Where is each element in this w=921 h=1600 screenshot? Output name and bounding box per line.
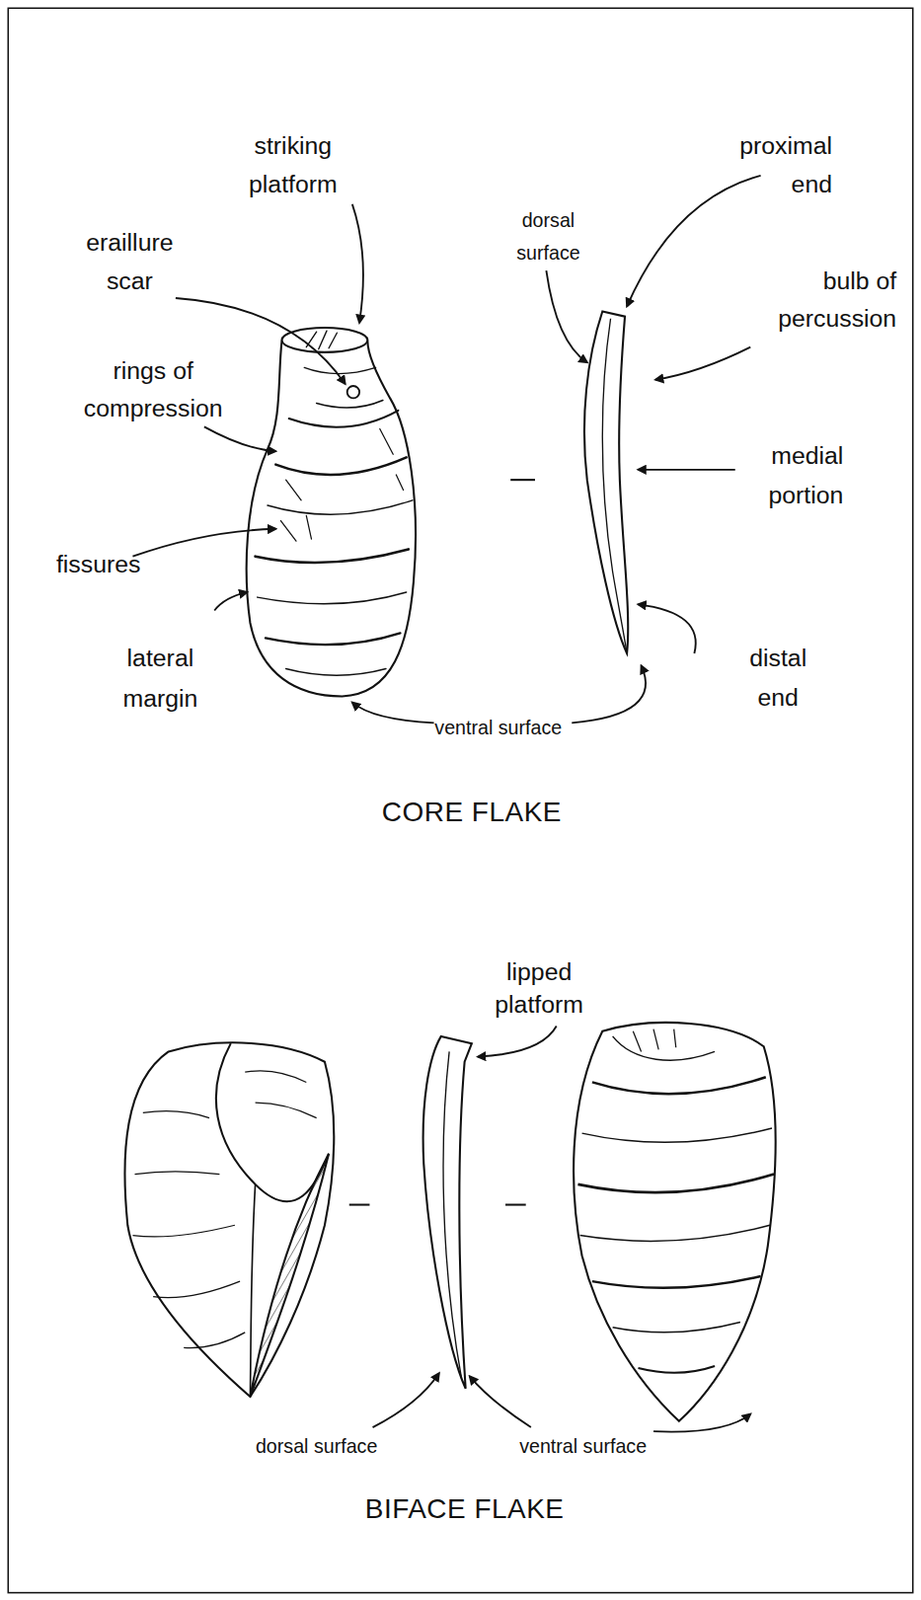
part-label: distal end <box>737 639 820 718</box>
part-label: dorsal surface <box>214 1433 419 1460</box>
part-label: bulb of percussion <box>753 261 897 338</box>
figure-heading: CORE FLAKE <box>338 794 605 830</box>
part-label: ventral surface <box>395 714 601 742</box>
frame <box>7 7 913 1593</box>
part-label: proximal end <box>714 126 833 205</box>
biface-flake-dorsal <box>124 1042 334 1397</box>
part-label: medial portion <box>741 435 844 516</box>
part-label: fissures <box>56 544 200 584</box>
core-flake-ventral <box>246 327 416 696</box>
part-label: striking platform <box>227 126 360 205</box>
part-label: lateral margin <box>109 637 212 718</box>
leader-line <box>132 175 761 1433</box>
figure-heading: BIFACE FLAKE <box>310 1491 617 1527</box>
part-label: rings of compression <box>71 351 234 428</box>
view-dash <box>349 1204 371 1207</box>
biface-flake-profile <box>423 1036 472 1389</box>
view-dash <box>510 478 536 481</box>
part-label: dorsal surface <box>499 204 597 270</box>
part-label: ventral surface <box>480 1433 686 1460</box>
part-label: lipped platform <box>477 955 601 1021</box>
core-flake-profile <box>584 310 628 654</box>
view-dash <box>505 1204 527 1207</box>
biface-flake-ventral <box>573 1022 775 1422</box>
part-label: eraillure scar <box>68 224 191 301</box>
